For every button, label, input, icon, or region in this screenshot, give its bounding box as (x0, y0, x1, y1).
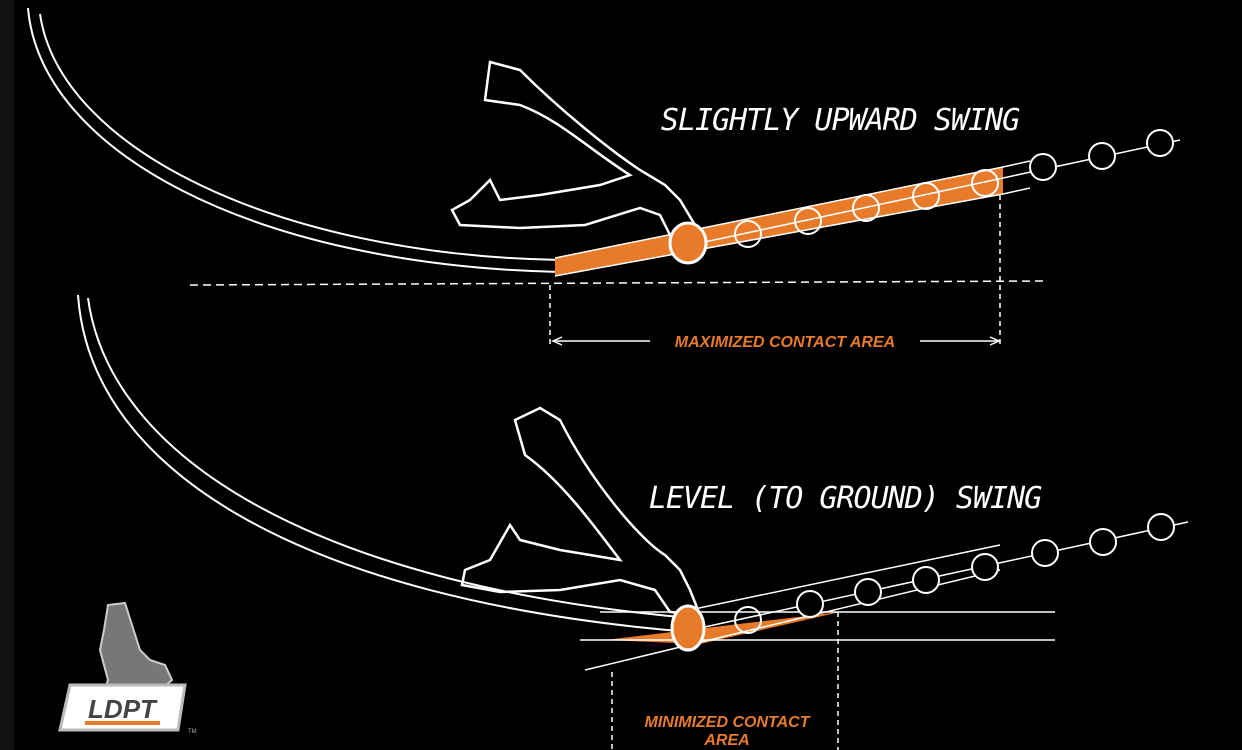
ldpt-logo: LDPT TM (58, 601, 197, 735)
bottom-title: LEVEL (TO GROUND) SWING (649, 481, 1042, 516)
bat-arc-outer (77, 294, 691, 633)
ball (1088, 142, 1116, 170)
ball (1029, 153, 1057, 181)
trademark: TM (188, 729, 197, 735)
maximized-contact-label: MAXIMIZED CONTACT AREA (675, 334, 895, 351)
ball (796, 590, 824, 618)
minimized-contact-label-2: AREA (703, 732, 749, 749)
ball-contact (670, 604, 706, 652)
balls (734, 129, 1174, 248)
hands-icon (460, 406, 702, 617)
ball-contact (668, 221, 708, 265)
ball (852, 194, 880, 222)
ball (1146, 129, 1174, 157)
bat-arc-outer (27, 7, 561, 273)
contact-zone-wedge (605, 612, 840, 644)
balls (734, 513, 1175, 634)
ball (971, 553, 999, 581)
logo-text: LDPT (88, 694, 158, 724)
bottom-swing-diagram: LEVEL (TO GROUND) SWING MINIMIZED CONTAC… (77, 294, 1189, 750)
bat-arc-inner (87, 297, 691, 619)
hands-icon (450, 60, 702, 242)
minimized-contact-label-1: MINIMIZED CONTACT (644, 714, 810, 731)
ball (734, 220, 762, 248)
ball (734, 606, 762, 634)
ball (912, 566, 940, 594)
contact-zone-band (555, 167, 1003, 276)
ball (1089, 528, 1117, 556)
ball (912, 182, 940, 210)
ball (854, 578, 882, 606)
ball (794, 207, 822, 235)
ball (971, 169, 999, 197)
top-swing-diagram: SLIGHTLY UPWARD SWING MAXIMIZED CONTACT … (27, 7, 1181, 351)
bat-arc-inner (39, 13, 561, 261)
logo-badge (58, 683, 187, 732)
ball (1147, 513, 1175, 541)
left-edge (0, 0, 14, 750)
ball (1031, 539, 1059, 567)
top-title: SLIGHTLY UPWARD SWING (661, 103, 1020, 138)
